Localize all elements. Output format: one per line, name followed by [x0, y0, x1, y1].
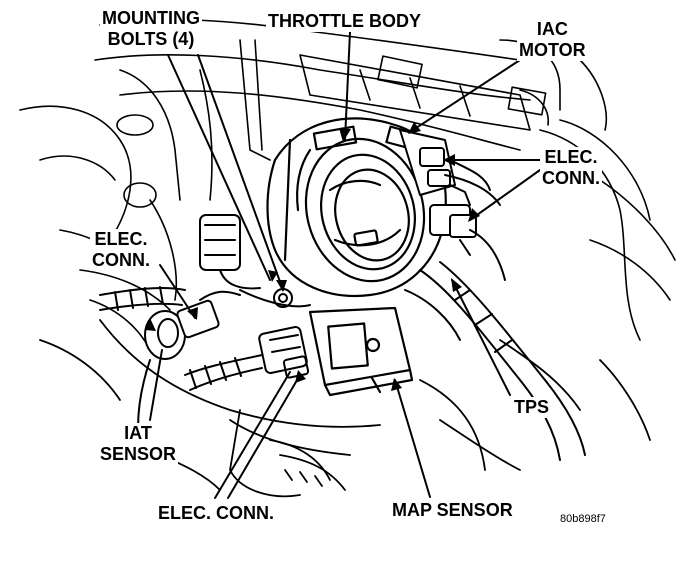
iat-sensor-label: IAT SENSOR [98, 423, 179, 465]
mounting-bolts-label: MOUNTING BOLTS (4) [100, 8, 202, 50]
lower-engine-art [39, 319, 651, 498]
elec-conn-left-label-line1: ELEC. [94, 229, 148, 249]
elec-conn-left-label-line2: CONN. [92, 250, 150, 270]
left-connector-art [199, 214, 311, 308]
elec-conn-right-label-line2: CONN. [542, 168, 600, 188]
iat-sensor-label-line2: SENSOR [100, 444, 177, 464]
elec-conn-right-label-line1: ELEC. [544, 147, 598, 167]
elec-conn-left-label: ELEC. CONN. [90, 229, 152, 271]
iac-motor-art [399, 129, 501, 206]
elec-conn-bottom-label: ELEC. CONN. [156, 503, 277, 524]
tps-art [429, 204, 506, 281]
arrowheads [145, 122, 480, 391]
iac-motor-label: IAC MOTOR [517, 19, 588, 61]
elec-conn-right-label: ELEC. CONN. [540, 147, 602, 189]
mounting-bolts-label-line2: BOLTS (4) [107, 29, 195, 49]
figure-code: 80b898f7 [560, 513, 606, 525]
map-sensor-label: MAP SENSOR [390, 500, 515, 521]
iac-motor-label-line1: IAC [536, 19, 568, 39]
engine-bay-background [19, 18, 676, 351]
leader-lines [149, 31, 541, 499]
mounting-bolts-label-line1: MOUNTING [102, 8, 200, 28]
iac-motor-label-line2: MOTOR [519, 40, 586, 60]
throttle-body-label: THROTTLE BODY [266, 11, 423, 32]
tps-label: TPS [512, 397, 552, 418]
map-sensor-art [308, 306, 414, 397]
air-tube-art [404, 261, 586, 461]
bottom-connector-art [184, 326, 310, 391]
iat-sensor-label-line1: IAT [124, 423, 152, 443]
throttle-body-art [266, 117, 447, 297]
iat-sensor-art [99, 286, 241, 451]
